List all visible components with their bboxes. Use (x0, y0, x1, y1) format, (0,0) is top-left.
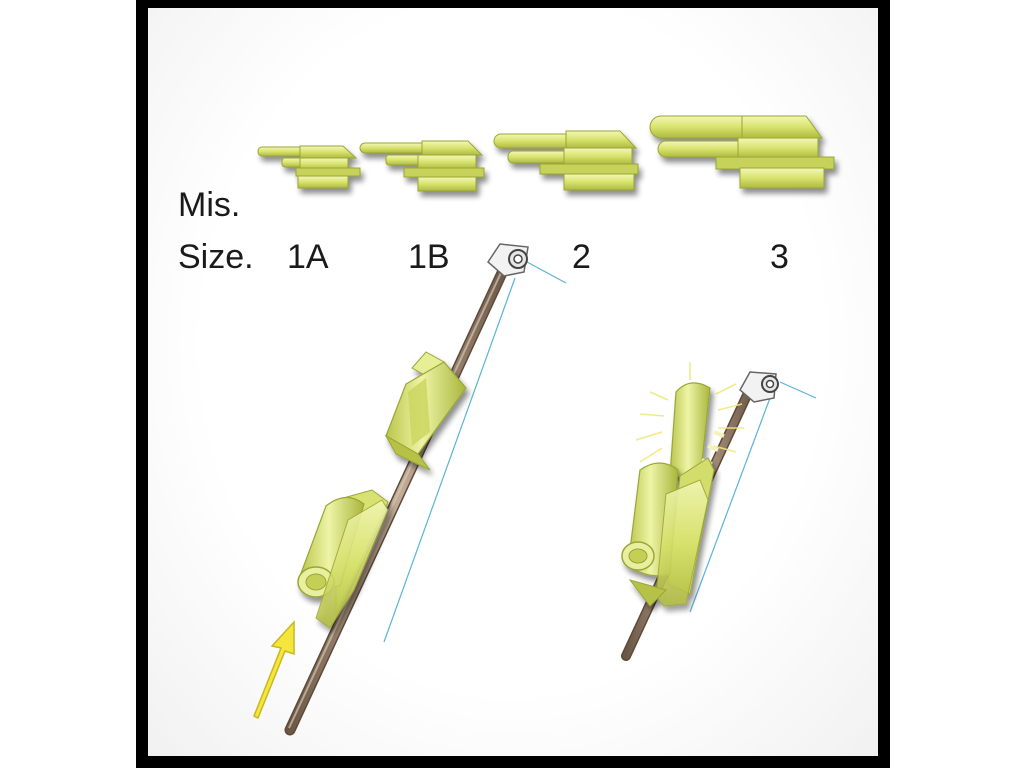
size-3-label: 3 (770, 238, 789, 276)
clip-size-1b (359, 140, 485, 192)
size-label: Size. (178, 238, 254, 276)
mis-label: Mis. (178, 186, 241, 224)
glow-rays (635, 362, 744, 463)
clip-size-3 (649, 115, 835, 189)
clip-upper-left (384, 351, 467, 471)
size-1a-label: 1A (287, 238, 329, 276)
clip-installed-right (621, 457, 715, 607)
size-2-label: 2 (572, 238, 591, 276)
clip-size-2 (493, 130, 639, 191)
fishing-line-left (383, 261, 567, 643)
ring-icon-right (739, 371, 779, 403)
clip-size-1a (257, 145, 361, 189)
clip-lower-left (297, 489, 389, 629)
ring-icon (487, 243, 529, 277)
rod-left (284, 254, 514, 736)
size-1b-label: 1B (408, 238, 450, 276)
arrow-up-icon (253, 620, 295, 720)
fishing-line-right (689, 381, 817, 613)
